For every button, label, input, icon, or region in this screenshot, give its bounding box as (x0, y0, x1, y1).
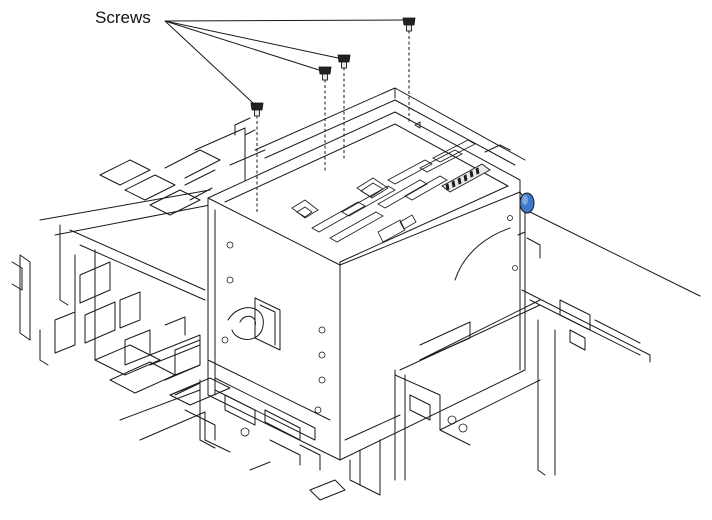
backplane-connectors (291, 139, 476, 243)
release-latch-icon (519, 192, 535, 214)
drive-cage-side (339, 191, 526, 461)
chassis-bottom (169, 377, 346, 501)
screw-icon-2 (318, 66, 332, 172)
pin-header (441, 163, 491, 193)
rear-frame (244, 87, 526, 186)
screw-icon-3 (337, 54, 351, 160)
screw-icon-4 (402, 17, 416, 122)
screws-leader-lines (164, 19, 404, 104)
screw-icon-1 (250, 102, 264, 212)
screws-callout-label: Screws (95, 8, 151, 27)
chassis-right (349, 211, 701, 496)
drive-cage-front (174, 197, 341, 466)
